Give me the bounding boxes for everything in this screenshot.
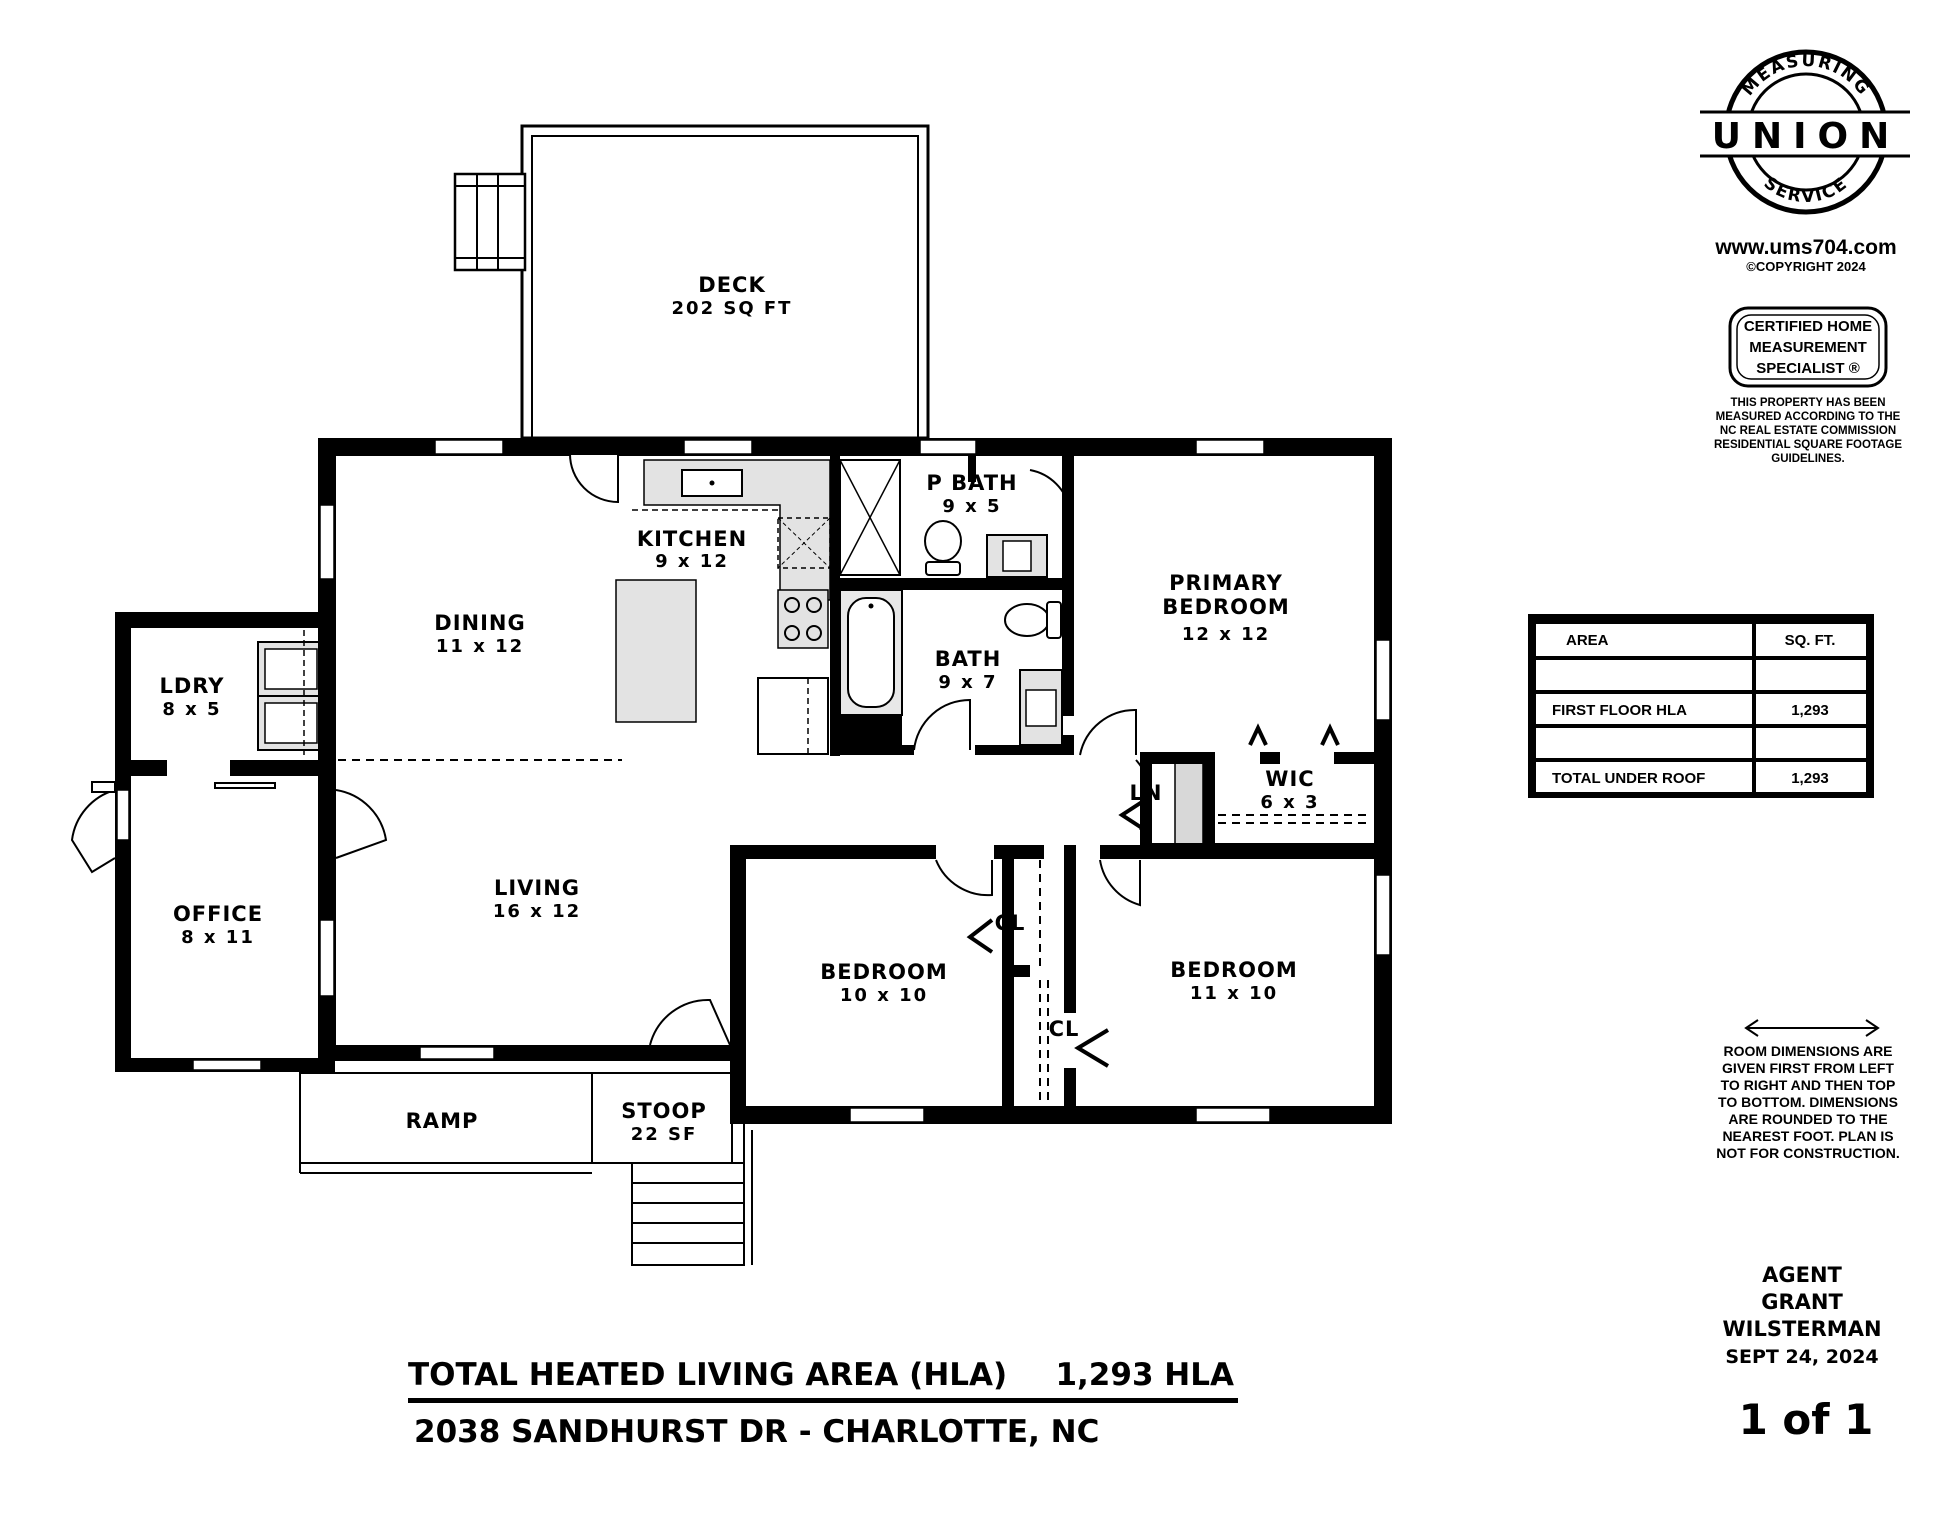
logo-main-text: UNION (1712, 116, 1901, 157)
ramp-and-stoop (299, 1072, 753, 1266)
hla-value: 1,293 HLA (1055, 1357, 1234, 1393)
primary-name-2: BEDROOM (1162, 595, 1290, 619)
table-header-area: AREA (1566, 632, 1609, 649)
logo-url: www.ums704.com (1714, 236, 1896, 259)
fixtures (257, 459, 1204, 849)
primary-name-1: PRIMARY (1169, 571, 1283, 595)
area-table: AREA SQ. FT. FIRST FLOOR HLA 1,293 TOTAL… (1528, 614, 1874, 798)
deck-name: DECK (698, 273, 765, 297)
agent-block: AGENT GRANT WILSTERMAN SEPT 24, 2024 1 o… (1722, 1263, 1881, 1444)
bedroom1-dim: 10 x 10 (840, 985, 928, 1006)
disclaimer-line: RESIDENTIAL SQUARE FOOTAGE (1714, 439, 1902, 451)
ln-name: LN (1130, 781, 1163, 805)
logo-copyright: ©COPYRIGHT 2024 (1746, 259, 1866, 274)
ldry-dim: 8 x 5 (162, 699, 221, 720)
note-line: GIVEN FIRST FROM LEFT (1722, 1060, 1894, 1076)
bedroom2-name: BEDROOM (1170, 958, 1298, 982)
living-dim: 16 x 12 (493, 901, 581, 922)
ums-logo: MEASURING SERVICE UNION www.ums704.com ©… (1700, 49, 1912, 274)
agent-line-3: WILSTERMAN (1722, 1317, 1881, 1341)
ldry-name: LDRY (159, 674, 224, 698)
nc-disclaimer: THIS PROPERTY HAS BEEN MEASURED ACCORDIN… (1714, 397, 1902, 465)
note-line: NOT FOR CONSTRUCTION. (1716, 1145, 1900, 1161)
pbath-name: P BATH (926, 471, 1017, 495)
disclaimer-line: NC REAL ESTATE COMMISSION (1720, 425, 1896, 437)
windows (116, 439, 1391, 1123)
bedroom1-name: BEDROOM (820, 960, 948, 984)
pbath-dim: 9 x 5 (942, 496, 1001, 517)
bath-name: BATH (935, 647, 1002, 671)
disclaimer-line: GUIDELINES. (1771, 453, 1844, 465)
dimension-note: ROOM DIMENSIONS ARE GIVEN FIRST FROM LEF… (1716, 1019, 1900, 1161)
dining-name: DINING (434, 611, 525, 635)
room-labels: DECK 202 SQ FT KITCHEN 9 x 12 P BATH 9 x… (159, 273, 1319, 1145)
wic-dim: 6 x 3 (1260, 792, 1319, 813)
kitchen-name: KITCHEN (637, 527, 747, 551)
table-row-sqft: 1,293 (1791, 770, 1829, 787)
agent-line-2: GRANT (1761, 1290, 1843, 1314)
address: 2038 SANDHURST DR - CHARLOTTE, NC (414, 1414, 1099, 1450)
kitchen-dim: 9 x 12 (655, 551, 729, 572)
stoop-name: STOOP (621, 1099, 707, 1123)
agent-date: SEPT 24, 2024 (1725, 1346, 1878, 1368)
page-number: 1 of 1 (1739, 1395, 1874, 1444)
primary-dim: 12 x 12 (1182, 624, 1270, 645)
deck (453, 124, 930, 440)
deck-dim: 202 SQ FT (672, 298, 793, 319)
living-name: LIVING (494, 876, 580, 900)
cl2-name: CL (1049, 1017, 1080, 1041)
table-row-area: TOTAL UNDER ROOF (1552, 770, 1705, 787)
note-line: NEAREST FOOT. PLAN IS (1722, 1128, 1893, 1144)
office-name: OFFICE (173, 902, 263, 926)
badge-line-2: MEASUREMENT (1749, 339, 1867, 356)
disclaimer-line: MEASURED ACCORDING TO THE (1716, 411, 1901, 423)
bedroom2-dim: 11 x 10 (1190, 983, 1278, 1004)
logo-bottom-text: SERVICE (1760, 173, 1852, 207)
disclaimer-line: THIS PROPERTY HAS BEEN (1730, 397, 1885, 409)
note-line: TO BOTTOM. DIMENSIONS (1718, 1094, 1898, 1110)
agent-line-1: AGENT (1762, 1263, 1842, 1287)
ramp-name: RAMP (406, 1109, 479, 1133)
title-underline (408, 1398, 1238, 1403)
table-row-area: FIRST FLOOR HLA (1552, 702, 1687, 719)
wic-name: WIC (1265, 767, 1314, 791)
note-line: ROOM DIMENSIONS ARE (1723, 1043, 1892, 1059)
office-dim: 8 x 11 (181, 927, 255, 948)
badge-line-1: CERTIFIED HOME (1744, 318, 1872, 335)
doors (70, 453, 1340, 1068)
table-row-sqft: 1,293 (1791, 702, 1829, 719)
note-line: ARE ROUNDED TO THE (1728, 1111, 1887, 1127)
table-header-sqft: SQ. FT. (1785, 632, 1836, 649)
cl1-name: CL (995, 911, 1026, 935)
dashed-lines (338, 759, 1372, 1100)
footer-title: TOTAL HEATED LIVING AREA (HLA) 1,293 HLA… (408, 1357, 1238, 1450)
stoop-dim: 22 SF (631, 1124, 698, 1145)
hla-label: TOTAL HEATED LIVING AREA (HLA) (408, 1357, 1007, 1393)
certified-badge: CERTIFIED HOME MEASUREMENT SPECIALIST ® (1728, 306, 1888, 388)
note-line: TO RIGHT AND THEN TOP (1721, 1077, 1896, 1093)
badge-line-3: SPECIALIST ® (1756, 360, 1860, 377)
bath-dim: 9 x 7 (938, 672, 997, 693)
dining-dim: 11 x 12 (436, 636, 524, 657)
